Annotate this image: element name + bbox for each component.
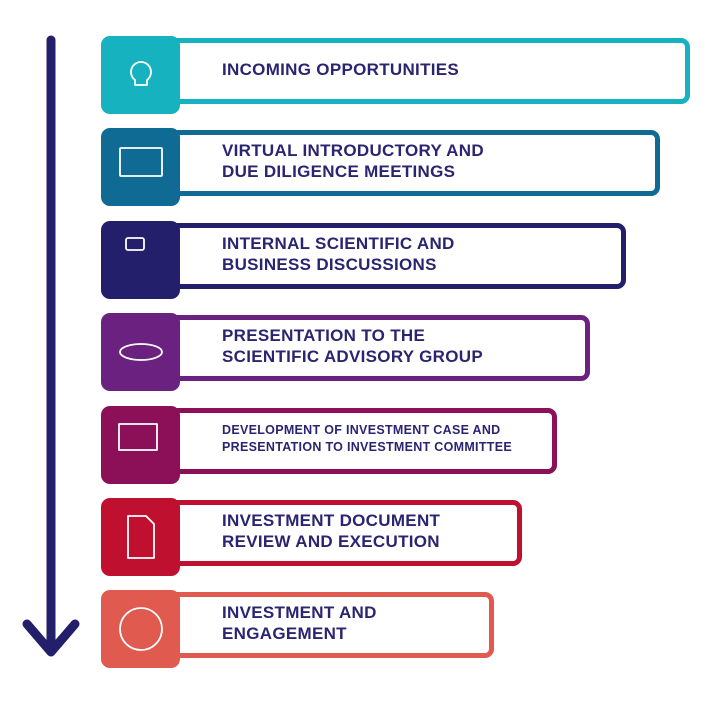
- step-label: INTERNAL SCIENTIFIC AND BUSINESS DISCUSS…: [222, 221, 682, 287]
- video-conference-icon: [118, 147, 163, 177]
- process-step: PRESENTATION TO THE SCIENTIFIC ADVISORY …: [101, 313, 701, 393]
- step-label: DEVELOPMENT OF INVESTMENT CASE AND PRESE…: [222, 406, 682, 472]
- process-step: INCOMING OPPORTUNITIES: [101, 36, 701, 116]
- step-label-line1: INTERNAL SCIENTIFIC AND: [222, 234, 455, 253]
- step-label-line2: SCIENTIFIC ADVISORY GROUP: [222, 347, 483, 366]
- step-label-line1: PRESENTATION TO THE: [222, 326, 426, 345]
- step-icon-box: [101, 406, 180, 484]
- lightbulb-star-icon: [129, 61, 152, 86]
- step-label-line2: BUSINESS DISCUSSIONS: [222, 255, 437, 274]
- step-label-line1: DEVELOPMENT OF INVESTMENT CASE AND: [222, 423, 501, 437]
- step-label: PRESENTATION TO THE SCIENTIFIC ADVISORY …: [222, 313, 682, 379]
- atom-icon: [118, 343, 163, 361]
- dollar-coin-icon: [118, 607, 163, 651]
- process-step: DEVELOPMENT OF INVESTMENT CASE AND PRESE…: [101, 406, 701, 486]
- step-label-line2: ENGAGEMENT: [222, 624, 347, 643]
- step-icon-box: [101, 313, 180, 391]
- step-label: INVESTMENT DOCUMENT REVIEW AND EXECUTION: [222, 498, 682, 564]
- step-label-line2: DUE DILIGENCE MEETINGS: [222, 162, 456, 181]
- step-label: VIRTUAL INTRODUCTORY AND DUE DILIGENCE M…: [222, 128, 682, 194]
- step-label-line2: PRESENTATION TO INVESTMENT COMMITTEE: [222, 440, 512, 454]
- step-icon-box: [101, 128, 180, 206]
- step-label-line1: INCOMING OPPORTUNITIES: [222, 59, 460, 79]
- presentation-icon: [117, 423, 158, 451]
- process-step: INVESTMENT AND ENGAGEMENT: [101, 590, 701, 670]
- discussion-icon: [124, 237, 145, 251]
- step-frame: [161, 408, 557, 474]
- step-label-line1: VIRTUAL INTRODUCTORY AND: [222, 141, 484, 160]
- step-label: INCOMING OPPORTUNITIES: [222, 36, 682, 102]
- step-frame: [161, 592, 494, 658]
- step-label-line2: REVIEW AND EXECUTION: [222, 532, 440, 551]
- process-step: INVESTMENT DOCUMENT REVIEW AND EXECUTION: [101, 498, 701, 578]
- step-icon-box: [101, 36, 180, 114]
- step-frame: [161, 500, 522, 566]
- step-label: INVESTMENT AND ENGAGEMENT: [222, 590, 682, 656]
- process-step: VIRTUAL INTRODUCTORY AND DUE DILIGENCE M…: [101, 128, 701, 208]
- step-icon-box: [101, 590, 180, 668]
- process-flow-arrow: [22, 35, 80, 657]
- step-icon-box: [101, 498, 180, 576]
- step-icon-box: [101, 221, 180, 299]
- step-label-line1: INVESTMENT DOCUMENT: [222, 511, 441, 530]
- step-frame: [161, 130, 660, 196]
- document-review-icon: [126, 515, 155, 559]
- process-step: INTERNAL SCIENTIFIC AND BUSINESS DISCUSS…: [101, 221, 701, 301]
- step-label-line1: INVESTMENT AND: [222, 603, 377, 622]
